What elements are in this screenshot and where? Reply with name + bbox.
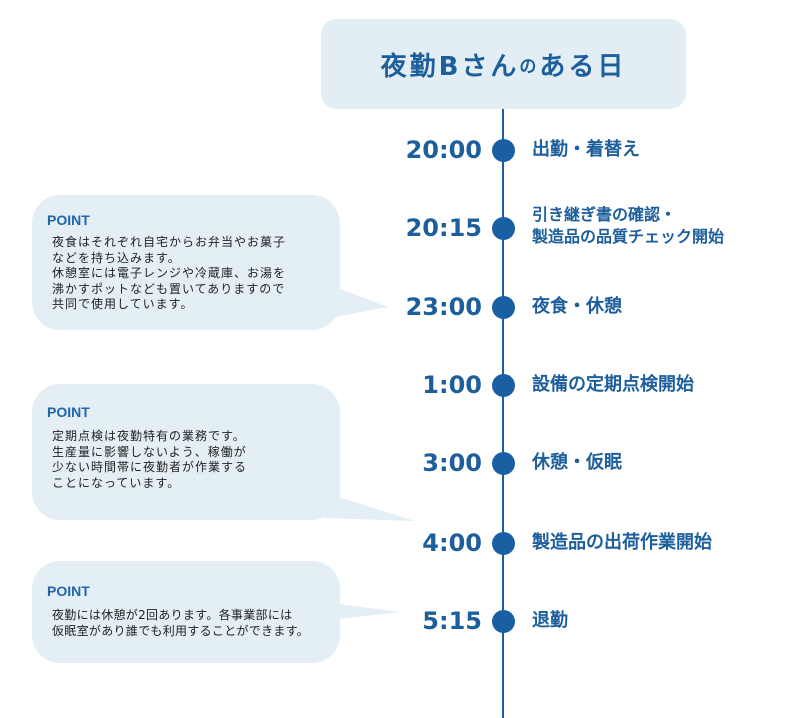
timeline-dot [492, 532, 515, 555]
timeline-line [502, 109, 504, 718]
point-heading-3: POINT [47, 583, 90, 599]
timeline-time: 5:15 [422, 607, 482, 635]
timeline-dot [492, 217, 515, 240]
timeline-dot [492, 296, 515, 319]
timeline-label: 休憩・仮眠 [532, 452, 622, 473]
point-bubble-2-tail [325, 493, 415, 521]
title-main: 夜勤Bさん [380, 51, 520, 82]
timeline-dot [492, 452, 515, 475]
timeline-dot [492, 139, 515, 162]
point-heading-1: POINT [47, 212, 90, 228]
point-bubble-1-tail [330, 285, 388, 318]
timeline-label: 設備の定期点検開始 [532, 374, 694, 395]
point-text-2: 定期点検は夜勤特有の業務です。 生産量に影響しないよう、稼働が 少ない時間帯に夜… [52, 429, 248, 490]
timeline-time: 3:00 [422, 449, 482, 477]
timeline-label: 製造品の出荷作業開始 [532, 532, 712, 553]
timeline-time: 4:00 [422, 529, 482, 557]
point-heading-2: POINT [47, 404, 90, 420]
page-title: 夜勤Bさんのある日 [321, 19, 686, 109]
timeline-dot [492, 610, 515, 633]
timeline-time: 20:00 [405, 136, 482, 164]
point-bubble-3-tail [330, 603, 400, 620]
point-bubble-1 [32, 195, 340, 330]
timeline-dot [492, 374, 515, 397]
title-particle: の [519, 56, 540, 77]
timeline-label: 引き継ぎ書の確認・ 製造品の品質チェック開始 [532, 205, 725, 246]
point-bubble-3 [32, 561, 340, 663]
timeline-label: 夜食・休憩 [532, 296, 622, 317]
point-bubble-2 [32, 384, 340, 520]
point-text-3: 夜勤には休憩が2回あります。各事業部には 仮眠室があり誰でも利用することができま… [52, 608, 310, 638]
timeline-label: 退勤 [532, 610, 568, 631]
point-text-1: 夜食はそれぞれ自宅からお弁当やお菓子 などを持ち込みます。 休憩室には電子レンジ… [52, 235, 287, 311]
timeline-time: 1:00 [422, 371, 482, 399]
timeline-time: 23:00 [405, 293, 482, 321]
title-rest: ある日 [539, 51, 627, 82]
timeline-label: 出勤・着替え [532, 139, 640, 160]
timeline-time: 20:15 [405, 214, 482, 242]
